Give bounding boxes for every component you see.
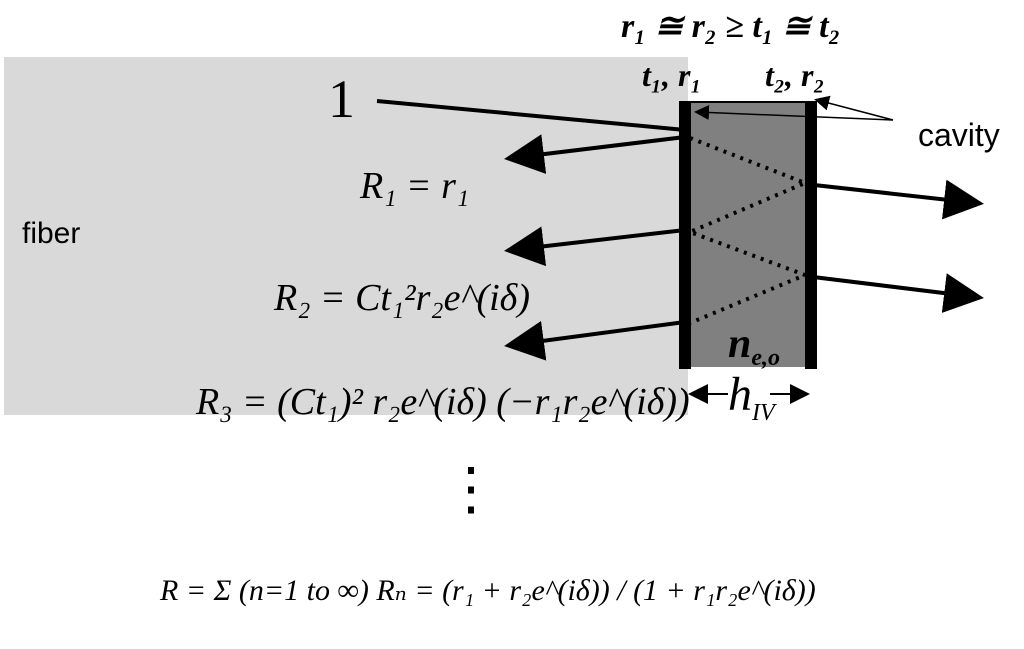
cavity-label: cavity: [918, 117, 1000, 153]
thickness-label: hIV: [728, 368, 777, 426]
right-mirror: [805, 101, 817, 369]
mirror2-label: t₂, r₂: [765, 57, 825, 93]
continuation-dots: ⋮: [442, 456, 500, 521]
equation-r3: R₃ = (Ct₁)² r₂e^(iδ) (−r₁r₂e^(iδ)): [195, 381, 690, 423]
mirror1-label: t₁, r₁: [642, 57, 702, 93]
fiber-label: fiber: [22, 217, 80, 250]
index-label: ne,o: [728, 321, 780, 371]
condition-label: r₁ ≅ r₂ ≥ t₁ ≅ t₂: [621, 8, 840, 45]
thickness-symbol: h: [728, 368, 752, 421]
fiber-region: [4, 57, 688, 415]
reflected-ray-1: [504, 134, 686, 174]
thickness-subscript: IV: [751, 400, 777, 426]
incident-ray: [376, 99, 686, 132]
equation-sum: R = Σ (n=1 to ∞) Rₙ = (r₁ + r₂e^(iδ)) / …: [159, 574, 816, 607]
internal-ray-path: [684, 136, 811, 325]
reflected-ray-2: [504, 226, 686, 267]
cavity-pointer-1: [694, 104, 894, 121]
index-subscript: e,o: [751, 345, 780, 371]
incident-label: 1: [328, 69, 355, 129]
transmitted-ray-1: [804, 179, 984, 220]
equation-r2: R₂ = Ct₁²r₂e^(iδ): [273, 277, 530, 319]
reflected-ray-3: [504, 320, 686, 361]
left-mirror: [679, 101, 691, 369]
index-symbol: n: [728, 321, 751, 367]
transmitted-ray-2: [804, 273, 984, 313]
cavity-pointer-2: [814, 95, 894, 121]
equation-r1: R₁ = r₁: [359, 165, 469, 207]
